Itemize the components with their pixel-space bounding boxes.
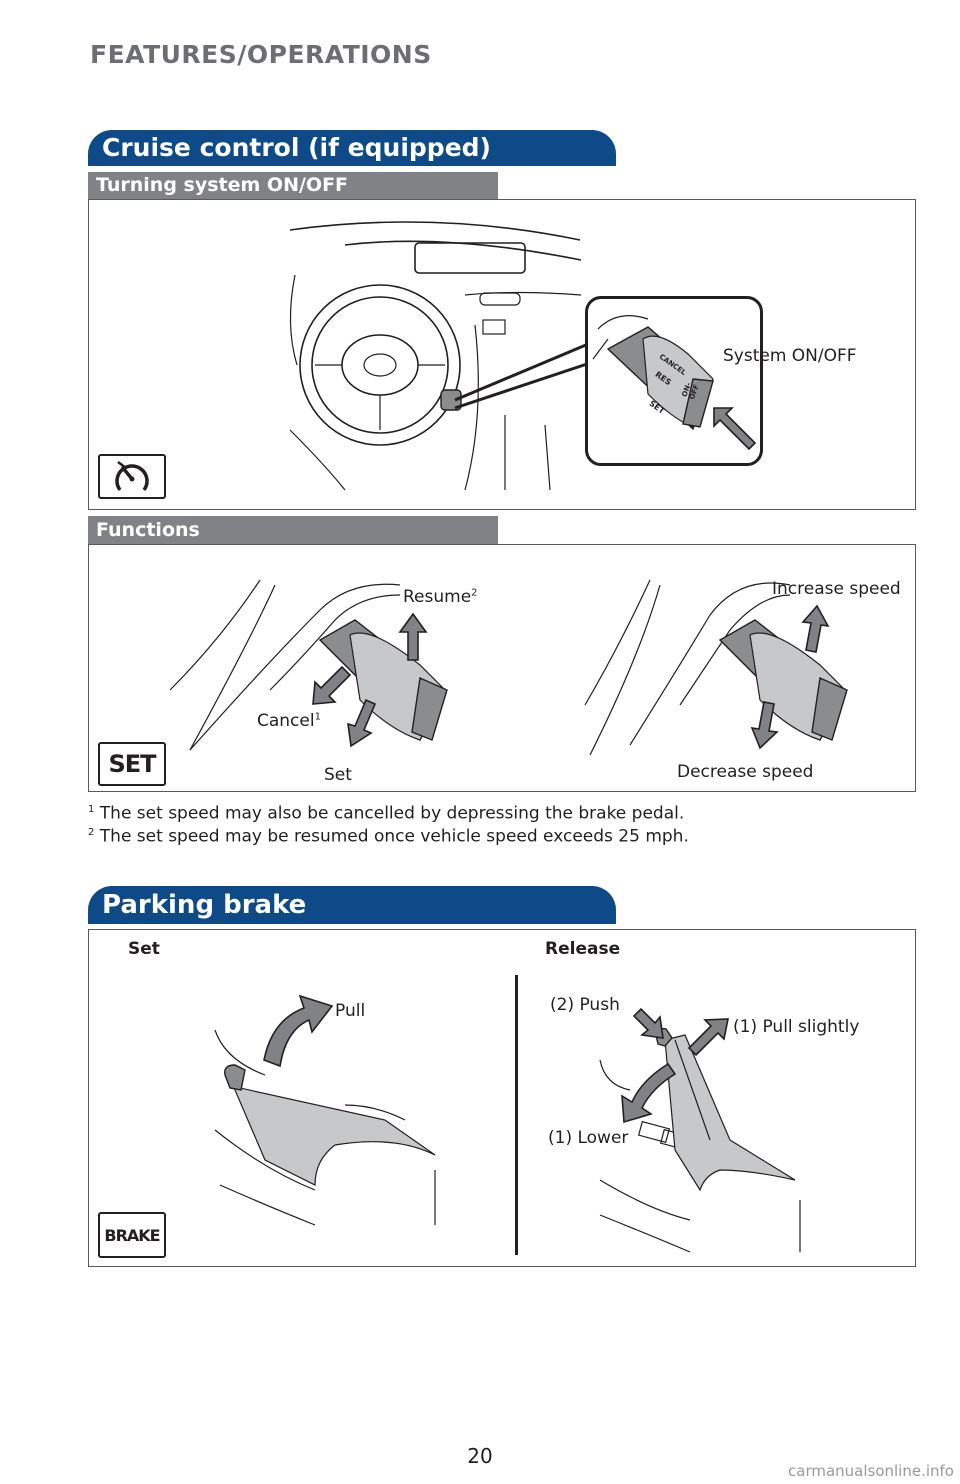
page-number: 20: [467, 1444, 493, 1468]
label-cancel: Cancel1: [257, 711, 321, 731]
label-decrease-speed: Decrease speed: [677, 762, 814, 782]
cancel-arrow: [312, 665, 352, 705]
parking-release-heading: Release: [545, 939, 621, 959]
pull-slightly-arrow: [687, 1018, 729, 1057]
parking-set-illustration: [214, 1029, 436, 1226]
label-push: (2) Push: [550, 995, 620, 1015]
parking-panel: [88, 929, 916, 1267]
set-arrow: [347, 698, 377, 748]
label-cancel-sup: 1: [314, 711, 321, 723]
label-pull-slightly: (1) Pull slightly: [733, 1017, 860, 1037]
parking-set-heading: Set: [128, 939, 160, 959]
label-resume-sup: 2: [471, 587, 478, 599]
label-cancel-text: Cancel: [257, 711, 315, 731]
cruise-speedometer-icon: [115, 460, 149, 491]
parking-section-title: Parking brake: [102, 890, 307, 920]
cruise-section-title: Cruise control (if equipped): [102, 133, 491, 162]
onoff-subtitle: Turning system ON/OFF: [96, 174, 349, 196]
footnote-1: 1 The set speed may also be cancelled by…: [88, 798, 684, 826]
set-icon: SET: [108, 750, 156, 778]
decrease-speed-arrow: [750, 701, 779, 750]
brake-icon: BRAKE: [104, 1225, 160, 1245]
brake-icon-box: BRAKE: [98, 1212, 166, 1258]
label-system-onoff: System ON/OFF: [723, 346, 857, 366]
parking-section-tab: Parking brake: [88, 886, 616, 924]
push-arrow: [632, 1007, 664, 1039]
parking-divider: [515, 975, 518, 1255]
label-set: Set: [324, 765, 352, 785]
increase-speed-arrow: [801, 604, 830, 653]
watermark: carmanualsonline.info: [788, 1462, 954, 1480]
cruise-icon-box: [98, 454, 166, 499]
callout-line: [454, 340, 594, 410]
functions-left-illustration: [169, 579, 448, 751]
footnote-2-text: The set speed may be resumed once vehicl…: [99, 826, 689, 847]
label-pull: Pull: [335, 1001, 366, 1021]
steering-wheel-illustration: [289, 221, 582, 491]
pull-arrow: [263, 994, 334, 1068]
footnote-1-mark: 1: [88, 804, 95, 815]
functions-right-illustration: [584, 579, 848, 756]
resume-arrow: [398, 612, 428, 661]
lower-arrow: [621, 1062, 677, 1124]
label-increase-speed: Increase speed: [772, 579, 901, 599]
label-lower: (1) Lower: [548, 1128, 629, 1148]
functions-subtitle: Functions: [96, 519, 200, 541]
footnote-2: 2 The set speed may be resumed once vehi…: [88, 821, 689, 849]
parking-release-illustration: [599, 1027, 801, 1253]
footnote-2-mark: 2: [88, 827, 95, 838]
onoff-panel: [88, 199, 916, 510]
onoff-stalk-illustration: [592, 315, 714, 431]
set-icon-box: SET: [98, 742, 166, 786]
cruise-section-tab: Cruise control (if equipped): [88, 130, 616, 166]
functions-subtitle-bar: Functions: [88, 516, 498, 544]
footnote-1-text: The set speed may also be cancelled by d…: [99, 803, 685, 824]
page-header: FEATURES/OPERATIONS: [90, 40, 432, 69]
onoff-push-arrow: [713, 407, 757, 451]
onoff-subtitle-bar: Turning system ON/OFF: [88, 172, 498, 199]
label-resume-text: Resume: [403, 587, 472, 607]
label-resume: Resume2: [403, 587, 478, 607]
